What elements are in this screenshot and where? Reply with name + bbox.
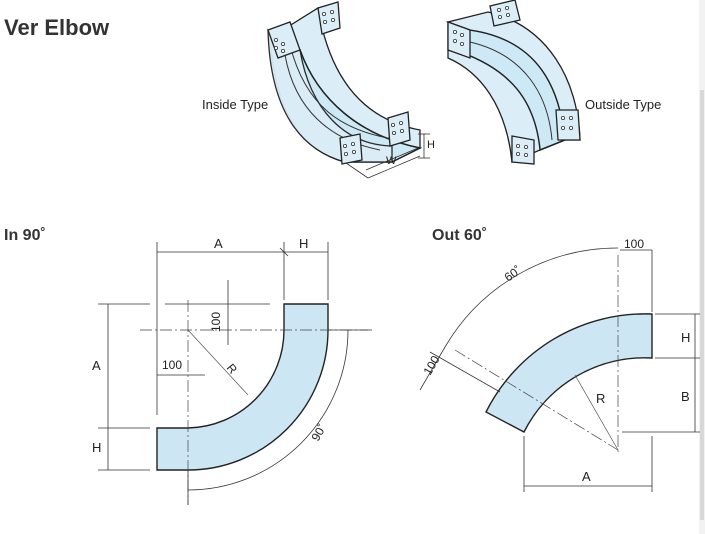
out60-drawing xyxy=(419,247,700,492)
scrollbar-thumb[interactable] xyxy=(700,90,704,520)
page-title: Ver Elbow xyxy=(4,15,110,40)
out60-dim-b-right: B xyxy=(681,389,690,404)
in90-angle-label: 90˚ xyxy=(308,421,329,443)
in90-dim-a-left: A xyxy=(92,358,101,373)
in90-drawing xyxy=(98,242,372,505)
out60-radius-label: R xyxy=(596,391,605,406)
in90-dim-100-vertical: 100 xyxy=(209,312,223,332)
out60-dim-h-right: H xyxy=(681,330,690,345)
inside-type-tray xyxy=(267,1,430,179)
out60-angle-label: 60˚ xyxy=(502,263,524,284)
dim-w-label: W xyxy=(386,155,397,167)
outside-type-tray xyxy=(445,0,581,165)
dim-h-label: H xyxy=(427,139,435,151)
in90-dim-100-horizontal: 100 xyxy=(162,358,182,372)
inside-type-label: Inside Type xyxy=(202,97,268,112)
outside-type-label: Outside Type xyxy=(585,97,661,112)
out60-dim-a-bottom: A xyxy=(582,469,591,484)
in90-dim-h-top: H xyxy=(299,236,308,251)
in90-radius-label: R xyxy=(224,361,241,377)
in90-dim-h-left: H xyxy=(92,440,101,455)
in90-heading: In 90˚ xyxy=(4,227,46,244)
in90-dim-a-top: A xyxy=(214,236,223,251)
out60-heading: Out 60˚ xyxy=(432,227,487,244)
out60-dim-100-top: 100 xyxy=(624,237,644,251)
